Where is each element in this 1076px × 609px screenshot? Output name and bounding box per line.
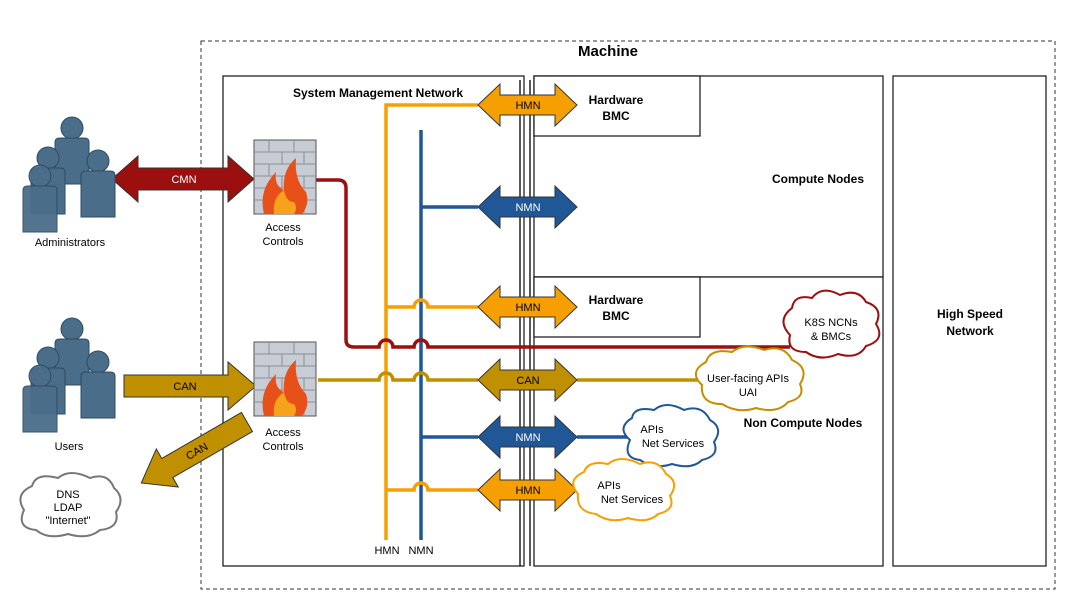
- access-controls-top-label-2: Controls: [263, 236, 304, 248]
- can-mid-arrow: [477, 357, 578, 403]
- high-speed-network-label-1: High Speed: [937, 307, 1003, 321]
- user-facing-cloud: User-facing APIs UAI: [695, 345, 805, 412]
- apis-hmn-cloud: APIs Net Services: [572, 458, 676, 522]
- hmn-top-arrow: [477, 82, 578, 128]
- cmn-arrow-label: CMN: [171, 174, 196, 186]
- access-controls-top-label-1: Access: [265, 222, 301, 234]
- hardware-bmc-top-box: [533, 75, 701, 137]
- internet-cloud-label-2: LDAP: [54, 502, 83, 514]
- apis-nmn-cloud-label-1: APIs: [640, 424, 664, 436]
- hardware-bmc-mid-label-1: Hardware: [589, 293, 644, 307]
- machine-boundary: [200, 40, 1056, 590]
- internet-cloud: DNS LDAP "Internet": [19, 472, 122, 538]
- users-icon: [22, 317, 116, 433]
- apis-nmn-cloud-label-2: Net Services: [642, 438, 705, 450]
- hardware-bmc-mid-label-2: BMC: [602, 309, 630, 323]
- apis-nmn-cloud: APIs Net Services: [622, 404, 720, 468]
- nmn-low-arrow: [477, 414, 578, 460]
- k8s-cloud: K8S NCNs & BMCs: [782, 289, 881, 359]
- hmn-mid-arrow-label: HMN: [515, 302, 540, 314]
- high-speed-network-label-2: Network: [946, 324, 994, 338]
- can-line: [318, 371, 478, 382]
- firewall-icon-bottom: [253, 341, 317, 417]
- hmn-top-arrow-label: HMN: [515, 100, 540, 112]
- access-controls-bottom-label-1: Access: [265, 427, 301, 439]
- k8s-cloud-label-2: & BMCs: [811, 331, 852, 343]
- nmn-low-arrow-label: NMN: [515, 432, 540, 444]
- firewall-icon-top: [253, 139, 317, 215]
- system-management-network-title: System Management Network: [293, 86, 463, 100]
- hardware-bmc-top-label-1: Hardware: [589, 93, 644, 107]
- administrators-icon: [22, 116, 116, 233]
- internet-cloud-label-1: DNS: [56, 489, 79, 501]
- machine-title: Machine: [578, 43, 638, 60]
- user-facing-cloud-label-1: User-facing APIs: [707, 373, 789, 385]
- nmn-top-arrow: [477, 184, 578, 230]
- hmn-bus-label: HMN: [374, 545, 399, 557]
- nmn-bus-label: NMN: [408, 545, 433, 557]
- non-compute-nodes-title: Non Compute Nodes: [744, 416, 863, 430]
- can-out-arrow: [140, 411, 254, 488]
- hardware-bmc-top-label-2: BMC: [602, 109, 630, 123]
- hmn-branch-low: [386, 481, 478, 492]
- hmn-branch-mid: [386, 298, 478, 309]
- hmn-mid-arrow: [477, 284, 578, 330]
- cmn-line: [316, 178, 790, 349]
- hmn-low-arrow-label: HMN: [515, 485, 540, 497]
- users-label: Users: [55, 441, 84, 453]
- internet-cloud-label-3: "Internet": [45, 515, 90, 527]
- hmn-bus: [384, 103, 478, 540]
- apis-hmn-cloud-label-1: APIs: [597, 480, 621, 492]
- high-speed-network-box: [892, 75, 1047, 567]
- can-users-arrow: [123, 360, 257, 412]
- access-controls-bottom-label-2: Controls: [263, 441, 304, 453]
- compute-nodes-title: Compute Nodes: [772, 172, 864, 186]
- apis-hmn-cloud-label-2: Net Services: [601, 494, 664, 506]
- user-facing-cloud-label-2: UAI: [739, 387, 757, 399]
- k8s-cloud-label-1: K8S NCNs: [804, 317, 858, 329]
- nmn-top-arrow-label: NMN: [515, 202, 540, 214]
- can-users-arrow-label: CAN: [173, 381, 196, 393]
- administrators-label: Administrators: [35, 237, 106, 249]
- can-mid-arrow-label: CAN: [516, 375, 539, 387]
